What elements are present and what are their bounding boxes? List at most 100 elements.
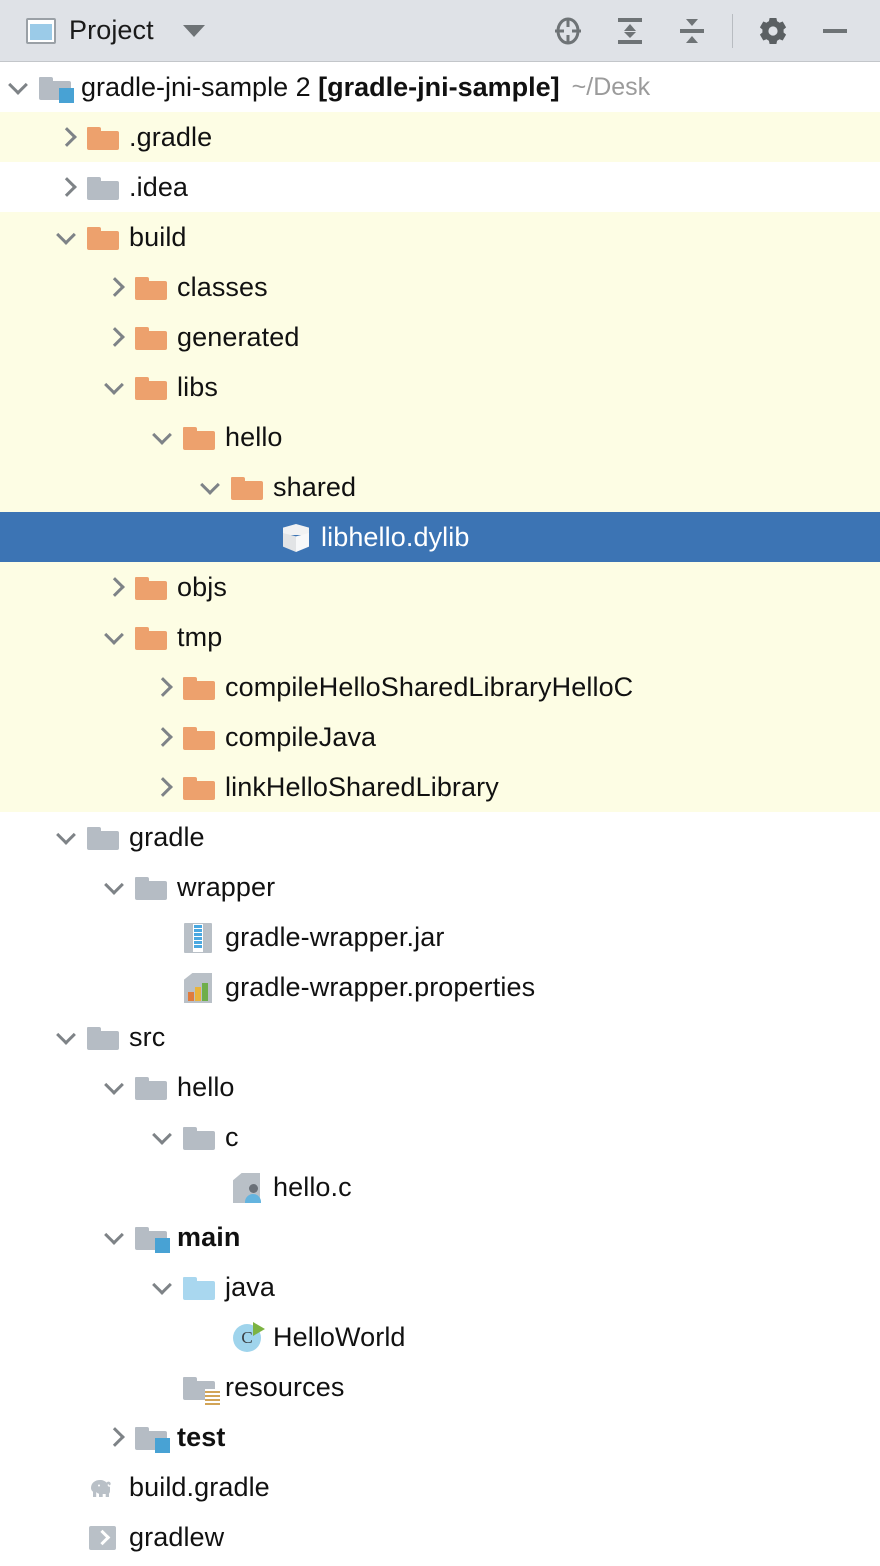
tree-row-label: tmp xyxy=(177,621,223,652)
tree-row-gradle-wrapper-properties[interactable]: gradle-wrapper.properties xyxy=(0,962,880,1012)
tree-row-label: objs xyxy=(177,571,227,602)
binary-cube-icon xyxy=(278,520,312,554)
chevron-down-icon[interactable] xyxy=(152,1276,174,1298)
chevron-down-icon[interactable] xyxy=(56,826,78,848)
tree-row-gradle[interactable]: gradle xyxy=(0,812,880,862)
tree-row-hello-c[interactable]: hello.c xyxy=(0,1162,880,1212)
properties-file-icon xyxy=(182,970,216,1004)
tree-row-label: wrapper xyxy=(177,871,276,902)
tree-row-label: classes xyxy=(177,271,268,302)
tree-row-root[interactable]: gradle-jni-sample 2 [gradle-jni-sample] … xyxy=(0,62,880,112)
tree-row-label: c xyxy=(225,1121,239,1152)
locate-in-tree-button[interactable] xyxy=(537,5,599,57)
project-tool-window-header: Project xyxy=(0,0,880,62)
tree-row-label: libhello.dylib xyxy=(321,521,470,552)
tree-row-label: libs xyxy=(177,371,218,402)
folder-orange-icon xyxy=(86,220,120,254)
crosshair-target-icon xyxy=(555,17,581,44)
chevron-right-icon[interactable] xyxy=(104,1426,126,1448)
tree-row-label: HelloWorld xyxy=(273,1321,406,1352)
chevron-down-icon[interactable] xyxy=(104,1076,126,1098)
tree-row-generated[interactable]: generated xyxy=(0,312,880,362)
chevron-right-icon[interactable] xyxy=(152,726,174,748)
tree-row-hello[interactable]: hello xyxy=(0,412,880,462)
chevron-down-icon[interactable] xyxy=(152,1126,174,1148)
chevron-right-icon[interactable] xyxy=(104,276,126,298)
tree-row-linkhellosharedlibrary[interactable]: linkHelloSharedLibrary xyxy=(0,762,880,812)
chevron-down-icon[interactable] xyxy=(56,1026,78,1048)
chevron-down-icon[interactable] xyxy=(104,1226,126,1248)
gradle-elephant-icon xyxy=(86,1470,120,1504)
chevron-right-icon[interactable] xyxy=(152,776,174,798)
tree-row-label: test xyxy=(177,1421,226,1452)
tree-row-tmp[interactable]: tmp xyxy=(0,612,880,662)
tree-row-label: src xyxy=(129,1021,166,1052)
chevron-right-icon[interactable] xyxy=(152,676,174,698)
chevron-down-icon[interactable] xyxy=(104,876,126,898)
folder-orange-icon xyxy=(230,470,264,504)
tree-row-c[interactable]: c xyxy=(0,1112,880,1162)
shell-script-icon xyxy=(86,1520,120,1554)
gear-icon xyxy=(759,17,787,44)
tree-row-label: compileJava xyxy=(225,721,377,752)
tree-row-compilehellosharedlibraryhelloc[interactable]: compileHelloSharedLibraryHelloC xyxy=(0,662,880,712)
tree-row-java[interactable]: java xyxy=(0,1262,880,1312)
tree-row-libs[interactable]: libs xyxy=(0,362,880,412)
expand-all-button[interactable] xyxy=(599,5,661,57)
project-title-group[interactable]: Project xyxy=(26,15,205,46)
chevron-down-icon[interactable] xyxy=(56,226,78,248)
folder-orange-icon xyxy=(182,420,216,454)
module-folder-icon xyxy=(134,1220,170,1254)
tree-row-libhello-dylib[interactable]: libhello.dylib xyxy=(0,512,880,562)
folder-grey-icon xyxy=(86,1020,120,1054)
tree-row-label: compileHelloSharedLibraryHelloC xyxy=(225,671,634,702)
chevron-down-icon[interactable] xyxy=(104,626,126,648)
tree-row-resources[interactable]: resources xyxy=(0,1362,880,1412)
tree-row-label: gradle-wrapper.jar xyxy=(225,921,445,952)
tree-row-label: .gradle xyxy=(129,121,213,152)
chevron-down-icon[interactable] xyxy=(104,376,126,398)
tree-row-label: .idea xyxy=(129,171,189,202)
archive-jar-icon xyxy=(182,920,216,954)
chevron-right-icon[interactable] xyxy=(104,326,126,348)
root-twisty-icon[interactable] xyxy=(8,76,30,98)
hide-button[interactable] xyxy=(804,5,866,57)
chevron-right-icon[interactable] xyxy=(56,126,78,148)
tree-row-src[interactable]: src xyxy=(0,1012,880,1062)
tree-row-hello[interactable]: hello xyxy=(0,1062,880,1112)
chevron-right-icon[interactable] xyxy=(104,576,126,598)
tree-row-classes[interactable]: classes xyxy=(0,262,880,312)
module-folder-icon xyxy=(134,1420,170,1454)
root-project-path: ~/Desk xyxy=(571,72,651,101)
tree-row-label: gradle xyxy=(129,821,205,852)
tree-row-shared[interactable]: shared xyxy=(0,462,880,512)
chevron-down-icon[interactable] xyxy=(182,24,205,37)
tree-row-compilejava[interactable]: compileJava xyxy=(0,712,880,762)
collapse-all-button[interactable] xyxy=(661,5,723,57)
chevron-down-icon[interactable] xyxy=(200,476,222,498)
twisty-placeholder xyxy=(248,526,270,548)
chevron-right-icon[interactable] xyxy=(56,176,78,198)
tree-row-label: hello xyxy=(177,1071,235,1102)
settings-button[interactable] xyxy=(742,5,804,57)
tree-row-main[interactable]: main xyxy=(0,1212,880,1262)
tree-row-gradle[interactable]: .gradle xyxy=(0,112,880,162)
tree-row-test[interactable]: test xyxy=(0,1412,880,1462)
folder-orange-icon xyxy=(86,120,120,154)
folder-blue-icon xyxy=(182,1270,216,1304)
tree-row-wrapper[interactable]: wrapper xyxy=(0,862,880,912)
tree-row-objs[interactable]: objs xyxy=(0,562,880,612)
twisty-placeholder xyxy=(152,1376,174,1398)
tree-row-idea[interactable]: .idea xyxy=(0,162,880,212)
chevron-down-icon[interactable] xyxy=(152,426,174,448)
twisty-placeholder xyxy=(200,1176,222,1198)
project-tree[interactable]: gradle-jni-sample 2 [gradle-jni-sample] … xyxy=(0,62,880,1562)
folder-grey-icon xyxy=(182,1120,216,1154)
folder-grey-icon xyxy=(134,1070,168,1104)
tree-row-gradlew[interactable]: gradlew xyxy=(0,1512,880,1562)
tree-row-build-gradle[interactable]: build.gradle xyxy=(0,1462,880,1512)
tree-row-gradle-wrapper-jar[interactable]: gradle-wrapper.jar xyxy=(0,912,880,962)
tree-row-build[interactable]: build xyxy=(0,212,880,262)
folder-orange-icon xyxy=(134,620,168,654)
